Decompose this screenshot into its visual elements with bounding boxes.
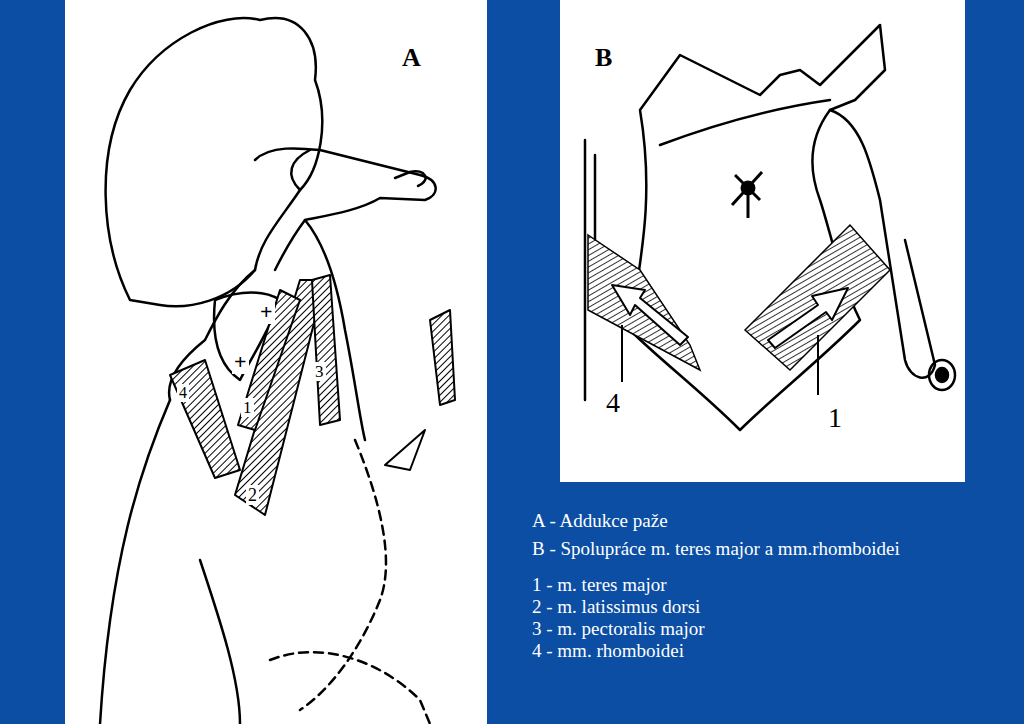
legend-line: 2 - m. latissimus dorsi xyxy=(532,597,700,616)
caption-line: A - Addukce paže xyxy=(532,511,668,530)
panel-letter: B xyxy=(593,44,614,72)
plus-mark: + xyxy=(258,300,275,324)
panel-letter: A xyxy=(400,44,423,72)
legend-line: 3 - m. pectoralis major xyxy=(532,619,705,638)
panel-a xyxy=(65,0,487,724)
callout-number: 2 xyxy=(246,485,259,505)
caption-line: B - Spolupráce m. teres major a mm.rhomb… xyxy=(532,539,900,558)
legend-line: 1 - m. teres major xyxy=(532,575,667,594)
legend-line: 4 - mm. rhomboidei xyxy=(532,641,684,660)
plus-mark: + xyxy=(232,350,249,374)
callout-number: 1 xyxy=(241,398,254,417)
callout-number: 1 xyxy=(826,403,844,433)
callout-number: 4 xyxy=(177,384,189,402)
panel-b xyxy=(560,0,965,482)
callout-number: 4 xyxy=(604,388,622,418)
callout-number: 3 xyxy=(313,362,326,381)
